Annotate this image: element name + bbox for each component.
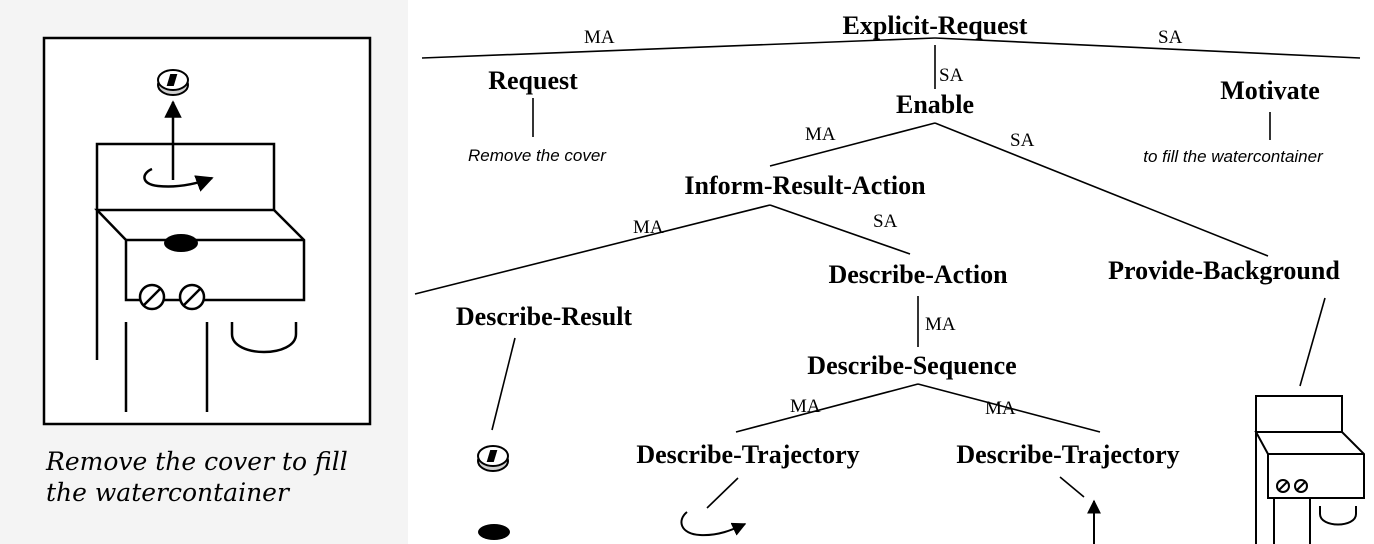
- relation-label-ma: MA: [790, 396, 821, 417]
- rotate-arrow: [680, 511, 747, 537]
- relation-label-ma: MA: [925, 314, 956, 335]
- node-enable: Enable: [896, 90, 974, 119]
- node-describe-result: Describe-Result: [456, 302, 633, 331]
- node-describe-trajectory: Describe-Trajectory: [956, 440, 1179, 469]
- node-describe-trajectory: Describe-Trajectory: [636, 440, 859, 469]
- edge-inform-action: [769, 204, 911, 255]
- relation-label-sa: SA: [1158, 27, 1183, 48]
- cover-icon: [157, 69, 189, 96]
- rotate-arrow: [143, 167, 214, 192]
- relation-label-sa: SA: [1010, 130, 1035, 151]
- relation-label-sa: SA: [939, 65, 964, 86]
- machine-illustration: [42, 36, 372, 426]
- relation-label-ma: MA: [805, 124, 836, 145]
- relation-label-sa: SA: [873, 211, 898, 232]
- node-motivate: Motivate: [1220, 76, 1320, 105]
- edge-enable-inform: [769, 122, 936, 167]
- node-describe-sequence: Describe-Sequence: [807, 351, 1016, 380]
- node-provide-background: Provide-Background: [1108, 256, 1340, 285]
- screw-icons: [138, 283, 206, 311]
- opening-icon: [478, 524, 510, 540]
- cover-icon: [477, 445, 509, 472]
- water-container-part: [230, 322, 298, 354]
- gloss-motivate: to fill the watercontainer: [1143, 147, 1324, 166]
- node-request: Request: [488, 66, 578, 95]
- machine-upper-body: [95, 142, 276, 210]
- node-describe-action: Describe-Action: [828, 260, 1008, 289]
- edge-sequence-trajectory1: [735, 383, 919, 433]
- edge-enable-background: [934, 122, 1269, 257]
- edge-trajectory2-image: [1059, 476, 1085, 498]
- node-explicit-request: Explicit-Request: [843, 11, 1028, 40]
- edge-sequence-trajectory2: [917, 383, 1101, 433]
- edge-background-image: [1299, 297, 1326, 387]
- relation-label-ma: MA: [633, 217, 664, 238]
- relation-label-ma: MA: [985, 398, 1016, 419]
- node-inform-result-action: Inform-Result-Action: [684, 171, 926, 200]
- machine-box: [94, 208, 306, 302]
- edge-root-request: [421, 37, 936, 59]
- gloss-request: Remove the cover: [468, 146, 607, 165]
- edge-result-image: [491, 337, 516, 431]
- tree-edges: [414, 37, 1361, 509]
- edge-root-motivate: [934, 37, 1361, 59]
- illustration-caption: Remove the cover to fill the watercontai…: [46, 447, 348, 507]
- relation-label-ma: MA: [584, 27, 615, 48]
- edge-inform-result: [414, 204, 771, 295]
- edge-trajectory1-image: [706, 477, 739, 509]
- opening-icon: [164, 234, 198, 252]
- machine-thumbnail: [1254, 395, 1365, 544]
